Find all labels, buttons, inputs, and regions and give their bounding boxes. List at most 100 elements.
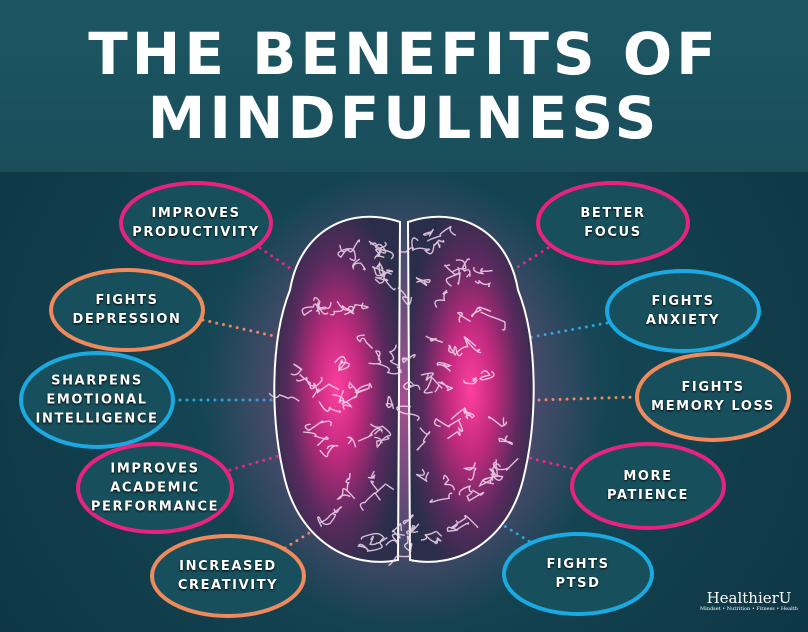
brain-fold [467, 489, 485, 502]
brain-fold [480, 311, 506, 331]
brain-fold [486, 463, 501, 480]
brain-fold [338, 389, 353, 410]
brain-fold [403, 380, 421, 391]
brain-fold [446, 522, 470, 532]
brain-fold [312, 296, 326, 312]
brain-fold [357, 543, 383, 552]
benefit-label-line: ANXIETY [645, 313, 721, 328]
brain-fold [422, 228, 434, 237]
brain-fold [397, 287, 413, 307]
brain-fold [370, 242, 387, 254]
brain-fold [357, 427, 383, 442]
brain-fold [450, 515, 479, 530]
brain-fold [301, 303, 321, 317]
brain-fold [344, 302, 369, 316]
benefit-oval [536, 181, 690, 265]
brain-fold [318, 401, 342, 413]
header-band: THE BENEFITS OF MINDFULNESS [0, 0, 808, 172]
brain-fold [463, 376, 478, 385]
benefit-label-line: IMPROVES [110, 461, 200, 477]
brain-fold [406, 523, 420, 535]
benefit-label-line: PATIENCE [606, 488, 690, 503]
brain-fold [388, 543, 413, 567]
brain-fold [304, 420, 332, 432]
brain-fold [303, 431, 329, 447]
brain-fold [415, 276, 431, 287]
benefit-label-line: INCREASED [179, 559, 277, 574]
brain-fold [268, 392, 300, 402]
brain-fold [368, 350, 382, 365]
benefit-oval [150, 534, 306, 618]
brain-fold [458, 485, 473, 498]
brain-fold [413, 243, 435, 255]
benefit-label-line: PERFORMANCE [90, 499, 220, 515]
brain-fold [474, 279, 492, 288]
brain-fold [433, 418, 462, 428]
brain-fold [478, 478, 494, 488]
benefit-oval [502, 532, 654, 616]
brain-fold [338, 359, 351, 371]
benefit-label-line: PRODUCTIVITY [132, 225, 260, 240]
brain-fold [371, 265, 387, 277]
brain-fold [332, 388, 358, 406]
brain-fold [487, 416, 508, 428]
benefit-oval [570, 442, 726, 530]
brain-fold [450, 408, 472, 420]
brain-fold [427, 225, 457, 242]
brain-fold [290, 363, 303, 376]
brain-fold [442, 474, 455, 491]
benefit-label-line: FIGHTS [95, 293, 159, 308]
benefit-label-line: FIGHTS [651, 294, 715, 309]
benefit-label-line: FIGHTS [681, 380, 745, 395]
brain-fold [296, 376, 319, 393]
brain-fold [319, 444, 339, 458]
title-line-1: THE BENEFITS OF [88, 20, 720, 88]
brain-fold [336, 300, 355, 313]
brain-fold [359, 491, 381, 511]
brain-fold [336, 487, 356, 500]
brain-fold [498, 435, 513, 446]
title-line-2: MINDFULNESS [147, 84, 661, 152]
benefit-label-line: BETTER [580, 206, 646, 221]
brain-fold [356, 334, 374, 350]
brain-fold [398, 237, 419, 253]
brain-fold [437, 380, 454, 392]
logo-tagline: Mindset • Nutrition • Fitness • Health [700, 606, 799, 612]
benefit-label-line: SHARPENS [51, 373, 143, 389]
brain-fold [436, 361, 452, 372]
brain-fold [370, 480, 395, 494]
brain-fold [319, 506, 343, 524]
brain-fold [473, 266, 493, 275]
brain-illustration [204, 170, 604, 630]
benefit-label-line: INTELLIGENCE [35, 411, 159, 427]
logo-name: HealthierU [706, 589, 792, 607]
brain-fold [369, 535, 388, 546]
benefit-label-line: MORE [623, 469, 673, 484]
benefit-label-line: CREATIVITY [177, 578, 279, 593]
brain-fold [425, 535, 442, 545]
brain-fold [348, 381, 369, 394]
brain-fold [385, 533, 405, 546]
brain-fold [420, 372, 443, 393]
brain-fold [391, 523, 403, 539]
brain-fold [462, 462, 477, 481]
benefit-oval [119, 181, 273, 265]
brain-fold [385, 395, 395, 410]
brain-fold [396, 405, 420, 422]
brain-fold [374, 436, 390, 449]
benefit-label: MORE PATIENCE [607, 467, 689, 505]
brain-fold [470, 306, 492, 318]
brain-fold [374, 241, 387, 260]
brain-fold [375, 266, 389, 282]
brain-fold [388, 344, 400, 367]
benefit-label-line: FIGHTS [546, 557, 610, 572]
brain-fold [455, 258, 471, 270]
brain-fold [347, 436, 357, 448]
